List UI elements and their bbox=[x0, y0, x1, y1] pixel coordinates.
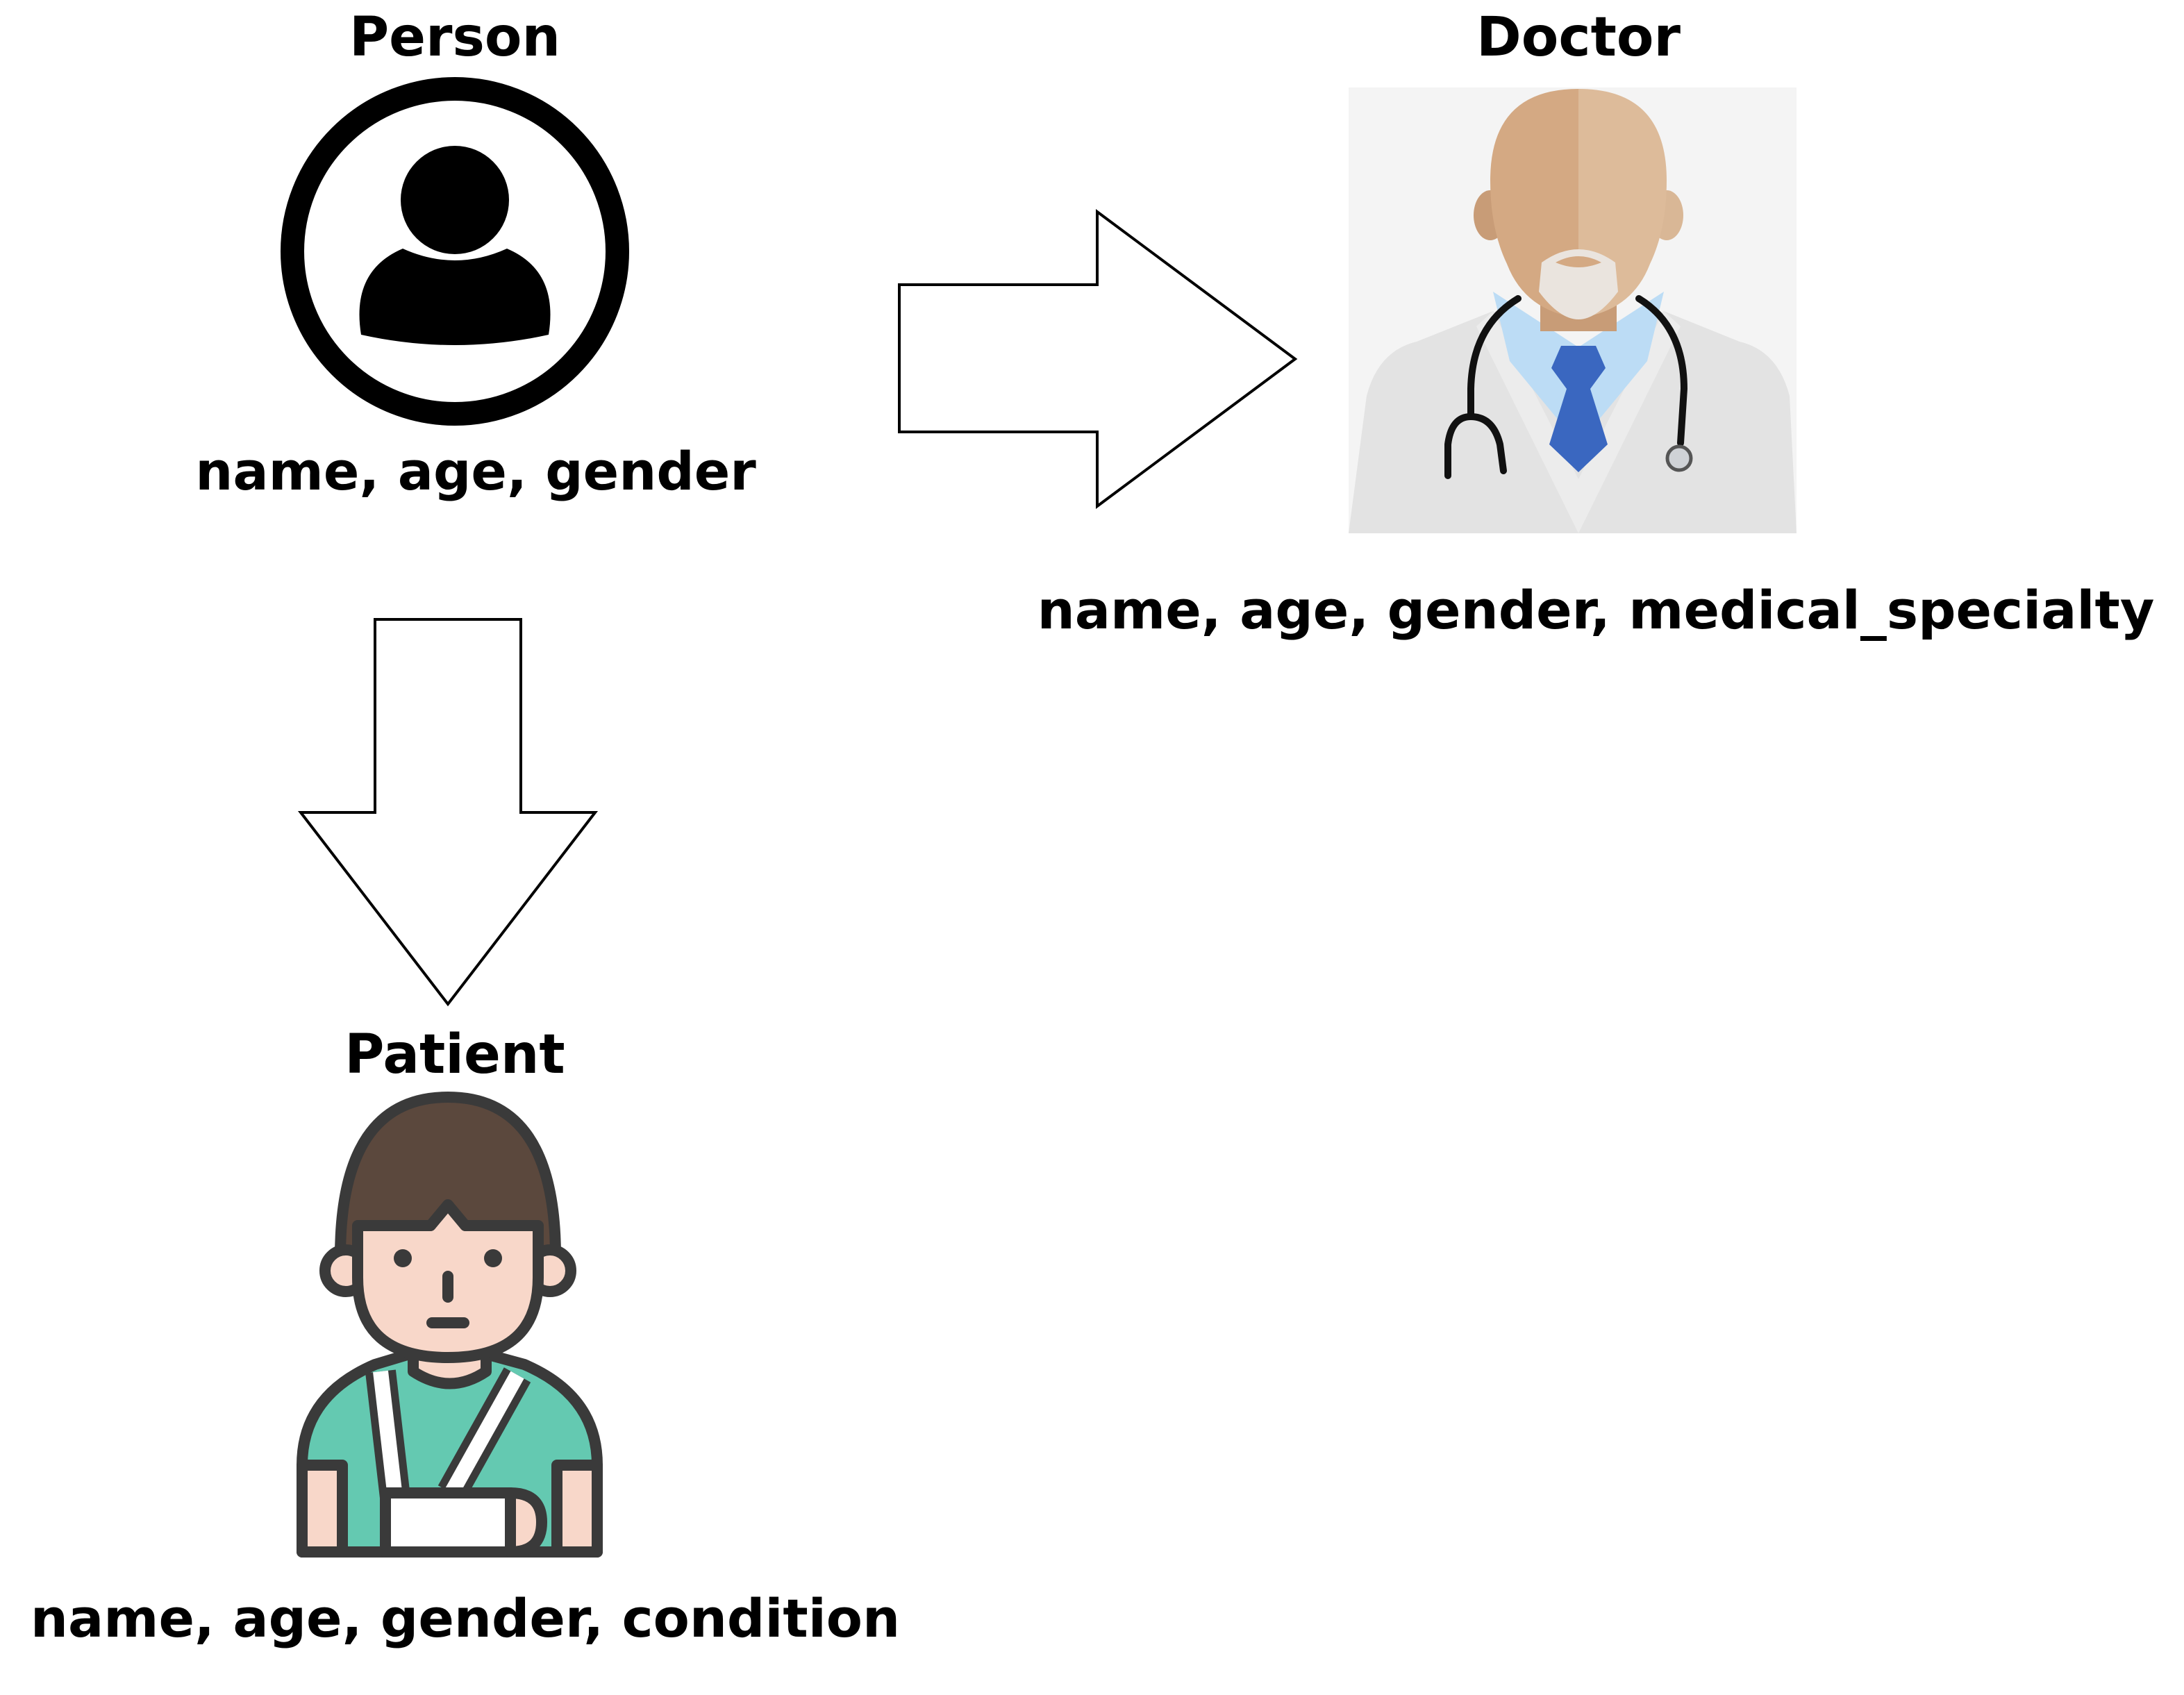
arrow-person-to-patient bbox=[297, 618, 599, 1007]
person-attributes: name, age, gender bbox=[195, 440, 756, 502]
patient-node: Patient bbox=[31, 1024, 900, 1649]
doctor-title: Doctor bbox=[1476, 6, 1681, 69]
person-circle-icon bbox=[281, 77, 629, 426]
arrow-person-to-doctor bbox=[898, 209, 1298, 509]
patient-icon bbox=[297, 1092, 603, 1558]
person-title: Person bbox=[349, 6, 560, 69]
doctor-icon bbox=[1349, 87, 1797, 533]
patient-attributes: name, age, gender, condition bbox=[31, 1587, 900, 1649]
patient-title: Patient bbox=[344, 1024, 565, 1086]
doctor-node: Doctor bbox=[1037, 6, 2155, 641]
doctor-attributes: name, age, gender, medical_specialty bbox=[1037, 579, 2155, 641]
person-node: Person name, age, gender bbox=[195, 6, 756, 502]
